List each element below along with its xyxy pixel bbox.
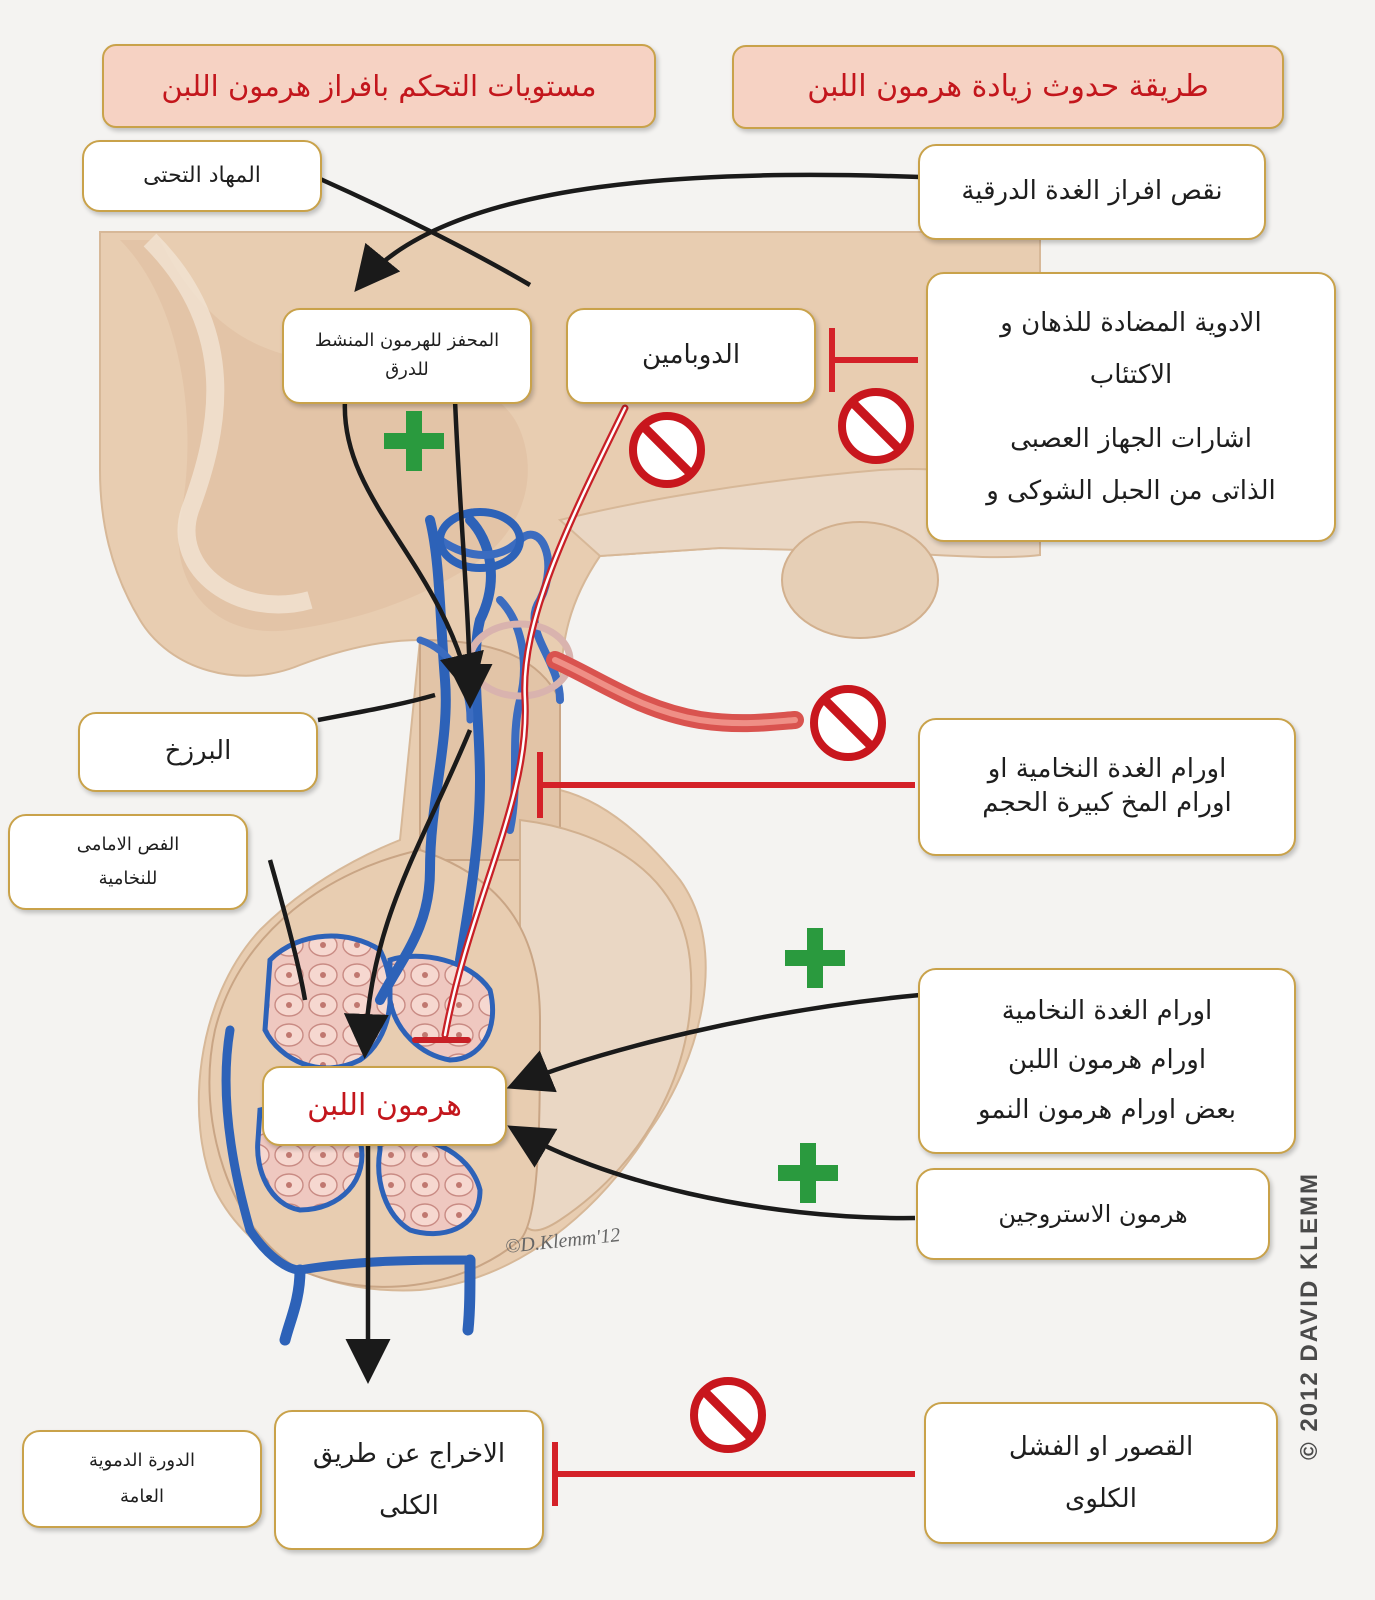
label-anterior-pituitary: الفص الامامى للنخامية xyxy=(8,814,248,910)
label-text: اشارات الجهاز العصبى xyxy=(1010,424,1252,454)
label-trh: المحفز للهرمون المنشط للدرق xyxy=(282,308,532,404)
dopamine-inhibition-path xyxy=(412,404,629,1043)
prohibition-icon xyxy=(810,685,886,761)
brain-tissue xyxy=(99,231,1041,1292)
header-increase-causes: طريقة حدوث زيادة هرمون اللبن xyxy=(732,45,1284,129)
label-text: اورام الغدة النخامية او xyxy=(987,754,1227,785)
header-control-levels: مستويات التحكم بافراز هرمون اللبن xyxy=(102,44,656,128)
label-text: الدورة الدموية xyxy=(89,1450,196,1471)
label-text: الفص الامامى xyxy=(76,833,180,855)
label-text: اورام هرمون اللبن xyxy=(1007,1045,1207,1076)
label-kidney-excretion: الاخراج عن طريق الكلى xyxy=(274,1410,544,1550)
label-text: المهاد التحتى xyxy=(143,163,261,189)
cause-pituitary-tumors: اورام الغدة النخامية اورام هرمون اللبن ب… xyxy=(918,968,1296,1154)
label-text: الكلوى xyxy=(1065,1484,1137,1514)
header-text: مستويات التحكم بافراز هرمون اللبن xyxy=(161,68,597,103)
copyright-text: © 2012 DAVID KLEMM xyxy=(1296,1172,1323,1460)
label-text: للنخامية xyxy=(98,868,158,889)
label-text: هرمون الاستروجين xyxy=(998,1199,1188,1228)
label-circulation: الدورة الدموية العامة xyxy=(22,1430,262,1528)
label-text: اورام الغدة النخامية xyxy=(1001,995,1213,1026)
plus-icon xyxy=(384,411,444,471)
label-text: العامة xyxy=(120,1486,164,1507)
label-text: الاكتئاب xyxy=(1089,360,1173,390)
cause-stalk-tumors: اورام الغدة النخامية او اورام المخ كبيرة… xyxy=(918,718,1296,856)
label-hypothalamus: المهاد التحتى xyxy=(82,140,322,212)
label-prolactin: هرمون اللبن xyxy=(262,1066,507,1146)
label-text: الدوبامين xyxy=(641,340,741,371)
label-text: بعض اورام هرمون النمو xyxy=(977,1094,1237,1125)
cause-estrogen: هرمون الاستروجين xyxy=(916,1168,1270,1260)
cause-drugs-nervous-signals: الادوية المضادة للذهان و الاكتئاب اشارات… xyxy=(926,272,1336,542)
label-text: نقص افراز الغدة الدرقية xyxy=(961,176,1223,207)
label-text: الكلى xyxy=(379,1491,439,1521)
prohibition-icon xyxy=(629,412,705,488)
label-text: الادوية المضادة للذهان و xyxy=(1000,308,1262,338)
label-text: الذاتى من الحبل الشوكى و xyxy=(986,476,1276,506)
cause-renal-failure: القصور او الفشل الكلوى xyxy=(924,1402,1278,1544)
prohibition-icon xyxy=(838,388,914,464)
inhibition-bars xyxy=(537,328,918,1506)
label-stalk: البرزخ xyxy=(78,712,318,792)
label-text: اورام المخ كبيرة الحجم xyxy=(982,788,1232,818)
label-text: القصور او الفشل xyxy=(1008,1432,1194,1462)
stimulation-arrows xyxy=(267,172,921,1384)
label-text: للدرق xyxy=(385,359,429,380)
cause-hypothyroidism: نقص افراز الغدة الدرقية xyxy=(918,144,1266,240)
label-text: الاخراج عن طريق xyxy=(312,1439,506,1469)
label-text: المحفز للهرمون المنشط xyxy=(314,330,500,352)
label-text: البرزخ xyxy=(164,736,232,767)
label-dopamine: الدوبامين xyxy=(566,308,816,404)
plus-icon xyxy=(785,928,845,988)
prohibition-icon xyxy=(690,1377,766,1453)
header-text: طريقة حدوث زيادة هرمون اللبن xyxy=(807,69,1209,104)
plus-icon xyxy=(778,1143,838,1203)
label-text: هرمون اللبن xyxy=(307,1088,462,1123)
